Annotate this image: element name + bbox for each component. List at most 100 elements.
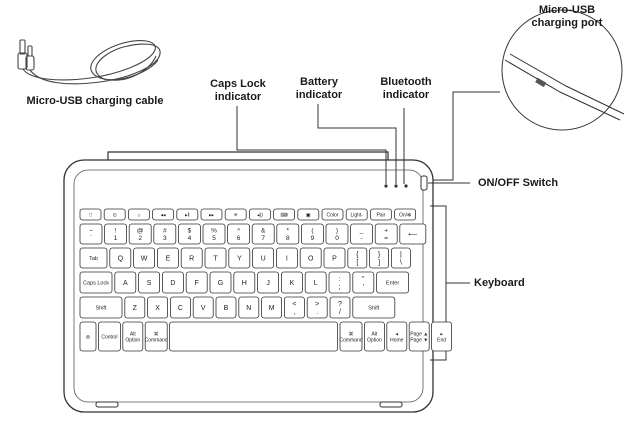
key-label: M: [269, 305, 275, 312]
letter-key: W: [133, 247, 156, 269]
key-label: Page ▲: [410, 331, 428, 337]
letter-key: C: [169, 296, 191, 319]
key-label: :: [339, 276, 341, 283]
key-label: 7: [261, 235, 265, 242]
fn-key: On/✻: [394, 208, 417, 221]
onoff-switch-label: ON/OFF Switch: [478, 177, 559, 189]
key-label: Light-: [350, 212, 363, 218]
fn-key: Color: [321, 208, 344, 221]
letter-key: T: [204, 247, 227, 269]
letter-key: Tab: [79, 247, 108, 269]
key-label: *: [287, 228, 290, 235]
number-key: %5: [202, 223, 226, 245]
key-label: T: [213, 255, 218, 262]
number-key: )0: [325, 223, 349, 245]
key-label: .: [316, 309, 318, 316]
number-key: #3: [153, 223, 177, 245]
key-label: H: [242, 280, 247, 287]
key-label: @: [137, 228, 144, 235]
letter-key: E: [156, 247, 179, 269]
key-label: Pair: [376, 212, 385, 218]
key-label: ⊕: [86, 334, 90, 340]
letter-key: >.: [306, 296, 328, 319]
letter-key: Shift: [352, 296, 396, 319]
key-label: Alt: [130, 331, 136, 337]
caps-lock-led: [384, 184, 388, 188]
fn-key: ◂◂: [152, 208, 175, 221]
key-label: ◂◂: [161, 212, 167, 218]
key-label: E: [166, 255, 171, 262]
number-key: (9: [300, 223, 324, 245]
letter-key: H: [233, 271, 256, 294]
key-label: 6: [237, 235, 241, 242]
key-label: ☼: [137, 212, 142, 218]
fn-key: ⌨: [273, 208, 296, 221]
letter-key: {[: [347, 247, 368, 269]
key-label: J: [266, 280, 270, 287]
letter-key: V: [192, 296, 214, 319]
battery-indicator-label: Battery indicator: [295, 76, 343, 101]
number-key: ~`: [79, 223, 103, 245]
key-label: L: [314, 280, 318, 287]
letter-key: I: [275, 247, 298, 269]
bluetooth-led: [404, 184, 408, 188]
key-label: +: [384, 228, 388, 235]
fn-key: Pair: [369, 208, 392, 221]
fn-key: Light-: [345, 208, 368, 221]
key-label: >: [315, 301, 319, 308]
key-label: On/✻: [399, 212, 411, 218]
key-label: K: [290, 280, 295, 287]
letter-key: Caps Lock: [79, 271, 113, 294]
key-label: Shift: [95, 305, 106, 311]
key-label: Home: [390, 337, 404, 343]
key-label: D: [170, 280, 175, 287]
key-label: ◂: [396, 331, 399, 337]
key-label: C: [178, 305, 183, 312]
key-label: ▣: [306, 212, 311, 218]
letter-key: K: [280, 271, 303, 294]
key-label: Enter: [386, 280, 399, 286]
key-label: &: [261, 228, 266, 235]
letter-key: |\: [390, 247, 411, 269]
modifier-key: ⌘Command: [339, 321, 363, 352]
key-label: 0: [335, 235, 339, 242]
key-label: ⌘: [154, 331, 159, 337]
key-label: Caps Lock: [83, 280, 109, 286]
modifier-key: ▸End: [431, 321, 453, 352]
number-key: !1: [104, 223, 127, 245]
key-label: ': [363, 284, 364, 291]
key-label: ▸: [440, 331, 443, 337]
key-label: ⌘: [349, 331, 354, 337]
key-label: P: [332, 255, 337, 262]
key-label: \: [400, 259, 402, 266]
number-key: *8: [276, 223, 300, 245]
key-label: Q: [118, 255, 124, 262]
key-label: ⌨: [280, 212, 287, 218]
key-label: 4: [188, 235, 192, 242]
number-key: +=: [374, 223, 398, 245]
modifier-key: Control: [98, 321, 121, 352]
letter-key: A: [114, 271, 137, 294]
key-label: Option: [125, 337, 140, 343]
key-label: G: [218, 280, 223, 287]
key-label: #: [163, 228, 167, 235]
key-label: ~: [89, 228, 93, 235]
key-label: =: [384, 235, 388, 242]
letter-key: S: [138, 271, 161, 294]
modifier-key: ⊕: [79, 321, 97, 352]
key-label: Z: [133, 305, 138, 312]
key-label: `: [90, 235, 92, 242]
letter-key: N: [238, 296, 260, 319]
letter-key: F: [185, 271, 208, 294]
key-label: |: [400, 251, 402, 258]
modifier-key: ⌘Command: [145, 321, 168, 352]
key-label: W: [141, 255, 148, 262]
key-label: R: [189, 255, 194, 262]
letter-key: D: [161, 271, 184, 294]
key-label: 5: [212, 235, 216, 242]
bluetooth-indicator-label: Bluetooth indicator: [380, 76, 432, 101]
letter-key: P: [323, 247, 346, 269]
